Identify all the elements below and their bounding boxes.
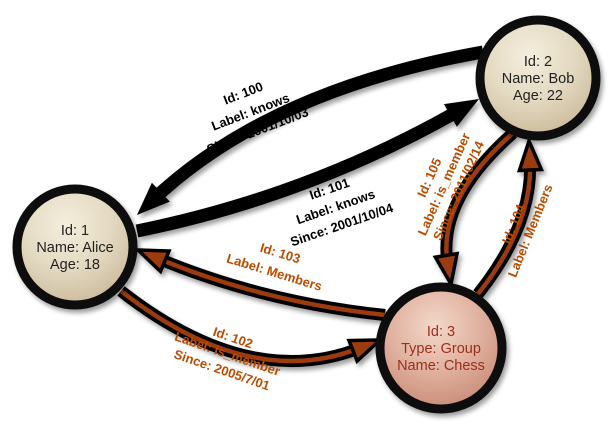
edge-104-arrowhead-icon [516,136,544,173]
node-label-line: Name: Alice [36,240,113,256]
edge-105-arrowhead-icon [432,251,460,289]
node-label-line: Name: Chess [397,358,485,374]
edge-102-arrowhead-icon [346,338,385,364]
edge-100-knows[interactable] [147,45,485,206]
nodes-layer: Id: 1 Name: Alice Age: 18 Id: 2 Name: Bo… [12,15,601,414]
edge-101-knows[interactable] [135,103,465,238]
edge-100-arrowhead-icon [137,182,170,215]
node-label-line: Type: Group [401,341,481,357]
node-chess-circle[interactable] [375,282,507,414]
node-bob-circle[interactable] [475,15,601,141]
node-chess-group[interactable]: Id: 3 Type: Group Name: Chess [375,282,507,414]
edge-105-is-member-core [444,131,515,265]
node-alice[interactable]: Id: 1 Name: Alice Age: 18 [12,184,138,310]
node-label-line: Age: 18 [50,257,100,273]
node-alice-circle[interactable] [12,184,138,310]
edge-103-members-core [155,255,386,318]
node-label-line: Id: 2 [524,54,552,70]
node-bob-label: Id: 2 Name: Bob Age: 22 [502,54,575,104]
edge-102-is-member-core [119,289,363,364]
node-bob[interactable]: Id: 2 Name: Bob Age: 22 [475,15,601,141]
edge-104-members-core [476,160,533,296]
node-label-line: Id: 3 [427,324,455,340]
edge-101-arrowhead-icon [443,99,479,127]
node-alice-label: Id: 1 Name: Alice Age: 18 [36,223,113,273]
node-label-line: Name: Bob [502,71,575,87]
edge-100-label: Id: 100 Label: knows Since: 2001/10/03 [205,79,311,157]
node-label-line: Age: 22 [513,88,563,104]
node-label-line: Id: 1 [61,223,89,239]
edge-103-arrowhead-icon [133,248,172,275]
edges-layer [117,45,544,368]
node-chess-label: Id: 3 Type: Group Name: Chess [397,324,485,374]
edge-101-label: Id: 101 Label: knows Since: 2001/10/04 [288,175,395,249]
